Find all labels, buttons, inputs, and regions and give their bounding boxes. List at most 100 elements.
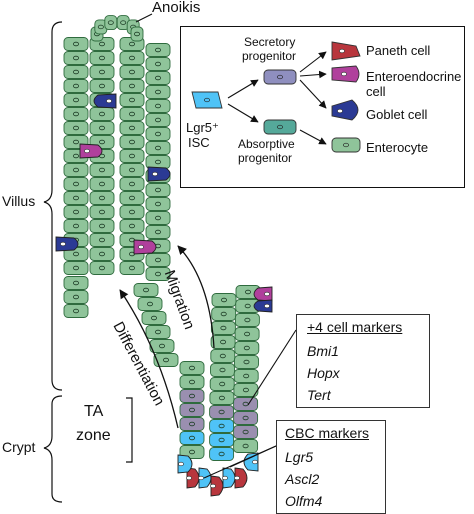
secretory-progenitor-label-1: Secretory: [244, 35, 296, 49]
plus4-marker-bmi1: Bmi1: [307, 343, 339, 359]
cell-lineage-legend: [180, 26, 465, 188]
crypt-inner-cell: [209, 433, 235, 447]
villus-inner-cell: [141, 311, 167, 325]
secretory-progenitor-label-2: progenitor: [242, 49, 297, 63]
right-villus-outer-cell: [145, 127, 171, 141]
crypt-cell: [179, 375, 205, 389]
left-villus-outer-cell: [63, 177, 89, 191]
right-villus-outer-cell: [145, 113, 171, 127]
right-villus-inner-cell: [119, 107, 145, 121]
left-villus-outer-cell: [63, 205, 89, 219]
enteroendocrine-cell: [253, 286, 273, 302]
crypt-cell: [234, 327, 260, 341]
right-villus-outer-cell: [145, 141, 171, 155]
right-villus-outer-cell: [145, 211, 171, 225]
anoikis-label: Anoikis: [152, 0, 201, 16]
crypt-cell: [233, 369, 259, 383]
plus4-pointer: [247, 329, 297, 406]
ta-zone-cell: [233, 411, 259, 425]
left-villus-outer-cell: [63, 79, 89, 93]
stem-cell-label-2: ISC: [188, 135, 210, 150]
enteroendocrine-cell: [133, 239, 157, 255]
ta-zone-bracket: [126, 397, 133, 463]
stem-cell: [243, 452, 259, 472]
crypt-cell: [179, 431, 205, 445]
enteroendocrine-label-2: cell: [366, 84, 386, 99]
left-villus-outer-cell: [63, 261, 89, 275]
to-enteroendocrine-arrow: [299, 70, 327, 79]
left-villus-outer-cell: [63, 304, 89, 318]
cbc-markers-box: CBC markers Lgr5 Ascl2 Olfm4: [276, 420, 386, 514]
to-paneth-arrow: [299, 51, 327, 73]
goblet-cell: [253, 299, 273, 313]
crypt-label: Crypt: [2, 439, 36, 455]
crypt-cell: [234, 355, 259, 369]
right-villus-inner-cell: [119, 177, 145, 191]
right-villus-outer-cell: [145, 253, 171, 267]
villus-inner-cell: [137, 297, 163, 311]
goblet-cell: [147, 166, 171, 182]
enteroendocrine-legend-cell: [331, 65, 360, 83]
left-villus-inner-cell: [89, 163, 115, 177]
migration-arrow: [177, 245, 215, 349]
legend-graphics: [191, 41, 361, 153]
cbc-marker-ascl2: Ascl2: [285, 471, 320, 487]
crypt-inner-cell: [211, 307, 237, 321]
left-villus-outer-cell: [63, 191, 89, 205]
right-villus-inner-cell: [119, 65, 145, 79]
left-villus-outer-cell: [63, 37, 89, 51]
left-villus-inner-cell: [89, 79, 115, 93]
crypt-cell: [234, 313, 260, 327]
goblet-cell: [55, 236, 79, 252]
left-villus-inner-cell: [89, 121, 115, 135]
right-villus-outer-cell: [145, 183, 171, 197]
cbc-marker-olfm4: Olfm4: [285, 493, 323, 509]
right-villus-inner-cell: [119, 149, 145, 163]
cbc-heading: CBC markers: [285, 425, 370, 441]
enteroendocrine-label-1: Enteroendocrine: [366, 69, 462, 84]
isc-to-secretory-arrow: [227, 79, 259, 99]
epithelium-cells: [55, 15, 273, 497]
right-villus-outer-cell: [145, 71, 171, 85]
ta-zone-cell: [233, 397, 259, 411]
left-villus-inner-cell: [89, 247, 115, 261]
isc-to-absorptive-arrow: [227, 103, 259, 123]
crypt-inner-cell: [209, 447, 235, 461]
right-villus-inner-cell: [119, 191, 145, 205]
right-villus-outer-cell: [145, 43, 171, 57]
left-villus-outer-cell: [63, 93, 89, 107]
crypt-inner-cell: [210, 349, 236, 363]
stem-cell-label-1: Lgr5⁺: [186, 120, 219, 135]
crypt-bracket: [43, 395, 63, 503]
left-villus-outer-cell: [63, 107, 89, 121]
paneth-cell-label: Paneth cell: [366, 43, 431, 58]
paneth-legend-cell: [331, 41, 361, 61]
right-villus-inner-cell: [119, 163, 145, 177]
villus-tip-cell: [130, 26, 144, 42]
differentiation-arrow: [119, 289, 179, 429]
paneth-cell: [234, 467, 248, 489]
right-villus-inner-cell: [119, 51, 145, 65]
crypt-cell: [179, 361, 205, 375]
right-villus-inner-cell: [119, 121, 145, 135]
left-villus-inner-cell: [89, 51, 115, 65]
crypt-inner-cell: [209, 405, 235, 419]
plus4-heading: +4 cell markers: [307, 319, 403, 335]
plus4-marker-tert: Tert: [307, 387, 331, 403]
crypt-inner-cell: [210, 321, 236, 335]
left-villus-outer-cell: [63, 219, 89, 233]
crypt-cell: [233, 439, 259, 453]
ta-zone-cell: [179, 417, 205, 431]
goblet-cell-label: Goblet cell: [366, 107, 428, 122]
left-villus-inner-cell: [89, 107, 115, 121]
right-villus-inner-cell: [119, 261, 145, 275]
right-villus-outer-cell: [145, 197, 171, 211]
villus-inner-cell: [153, 353, 179, 367]
anoikis-pointer: [135, 13, 153, 23]
crypt-cell: [179, 445, 205, 459]
crypt-inner-cell: [209, 377, 235, 391]
left-villus-inner-cell: [89, 219, 115, 233]
absorptive-progenitor-cell: [263, 119, 297, 135]
crypt-inner-cell: [210, 363, 235, 377]
